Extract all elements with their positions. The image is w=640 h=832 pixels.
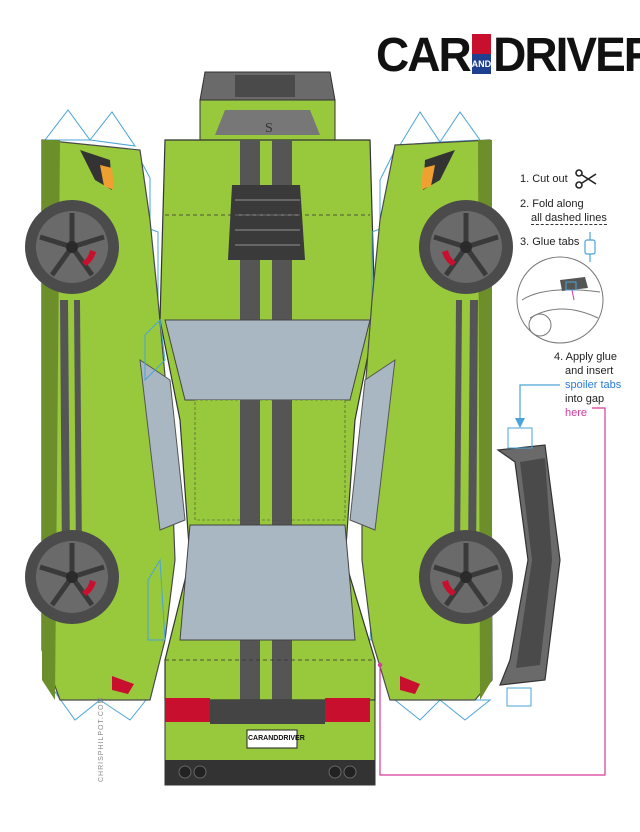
instruction-step-4-line4: into gap xyxy=(565,393,605,405)
license-plate-text: CARANDDRIVER xyxy=(248,735,305,742)
right-front-wheel xyxy=(419,200,513,294)
scissors-icon xyxy=(575,169,597,189)
instruction-step-2: 2. Fold along all dashed lines xyxy=(520,197,607,225)
instruction-step-1: 1. Cut out xyxy=(520,173,568,185)
instruction-step-4-line3: spoiler tabs xyxy=(565,379,622,391)
svg-text:S: S xyxy=(265,121,273,136)
instruction-step-4-line5: here xyxy=(565,407,588,419)
instruction-step-2-line2: all dashed lines xyxy=(531,212,607,225)
logo-word-car: CAR xyxy=(376,26,472,82)
left-side-panel xyxy=(25,109,186,721)
right-side-panel xyxy=(349,111,513,721)
instruction-step-4-line2: and insert xyxy=(565,365,614,377)
logo-and-text: AND xyxy=(471,59,492,69)
logo-and-badge: AND xyxy=(471,34,492,74)
left-rear-wheel xyxy=(25,530,119,624)
arrow xyxy=(519,384,560,425)
right-rear-wheel xyxy=(419,530,513,624)
logo-word-driver: DRIVER xyxy=(493,26,640,82)
left-front-wheel xyxy=(25,200,119,294)
center-top-panel: S xyxy=(144,71,391,786)
car-and-driver-logo: CAR AND DRIVER xyxy=(376,26,640,82)
glue-illustration xyxy=(516,256,604,344)
guide-line xyxy=(379,407,606,776)
instruction-step-4-line1: 4. Apply glue xyxy=(554,351,617,363)
instruction-step-2-line1: 2. Fold along xyxy=(520,198,584,210)
license-plate: CARANDDRIVER xyxy=(248,733,305,745)
instruction-step-3: 3. Glue tabs xyxy=(520,236,580,248)
spoiler-piece xyxy=(496,427,561,707)
instruction-step-4: 4. Apply glue and insert spoiler tabs in… xyxy=(554,350,621,420)
glue-bottle-icon xyxy=(584,232,596,262)
artist-credit: CHRISPHILPOT.COM xyxy=(98,696,105,782)
